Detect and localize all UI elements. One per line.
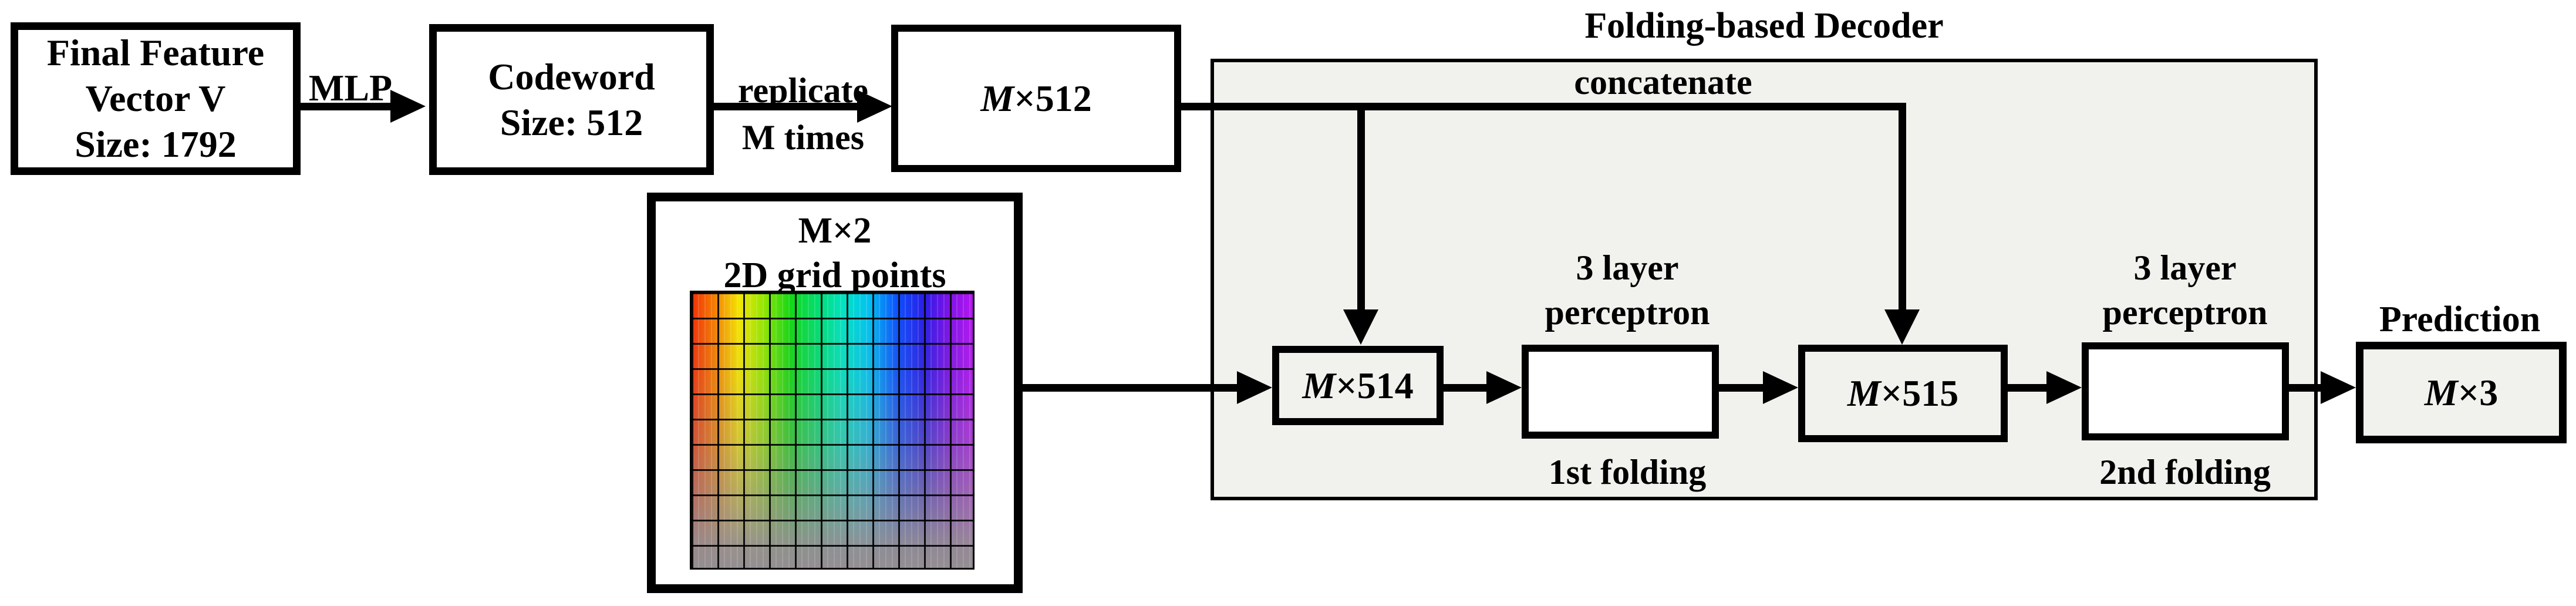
final-feature-line1: Final Feature — [46, 32, 265, 73]
concatenate-branch1-head-icon — [1343, 309, 1378, 345]
concatenate-branch2-shaft — [1899, 107, 1906, 311]
final-feature-line2: Vector V — [85, 78, 226, 119]
perceptron2-label-line1: 3 layer — [2133, 248, 2237, 287]
arrow-mlp-head-icon — [390, 90, 426, 123]
m3-prediction-box: M×3 — [2356, 342, 2567, 443]
arrow-mlp-shaft — [301, 103, 392, 110]
arrow-replicate-shaft — [714, 103, 858, 110]
prediction-label: Prediction — [2379, 299, 2541, 339]
m515-label: M×515 — [1847, 372, 1959, 414]
grid-points-box: M×2 2D grid points — [647, 193, 1023, 593]
arrow-fold1-to-m515-head-icon — [1763, 371, 1798, 404]
arrow-m514-to-fold1-head-icon — [1486, 371, 1522, 404]
concatenate-branch1-shaft — [1357, 107, 1365, 311]
arrow-fold1-to-m515-shaft — [1719, 384, 1763, 392]
concatenate-label: concatenate — [1574, 63, 1752, 102]
arrow-grid-to-m514-head-icon — [1237, 371, 1272, 404]
codeword-line2: Size: 512 — [500, 101, 643, 143]
first-folding-label: 1st folding — [1548, 453, 1707, 491]
arrow-m515-to-fold2-head-icon — [2046, 371, 2082, 404]
arrow-fold2-to-m3-head-icon — [2321, 371, 2356, 404]
m512-matrix-box: M×512 — [891, 25, 1181, 172]
decoder-title: Folding-based Decoder — [1584, 6, 1944, 46]
replicate-arrow-label-bottom: M times — [741, 118, 865, 157]
m514-label: M×514 — [1302, 364, 1414, 406]
grid-box-title-line2: 2D grid points — [723, 255, 946, 295]
first-folding-perceptron-box — [1522, 345, 1719, 439]
arrow-grid-to-m514-shaft — [1023, 384, 1237, 392]
arrow-replicate-head-icon — [857, 90, 892, 123]
concatenate-line-shaft — [1181, 103, 1906, 110]
perceptron1-label-line2: perceptron — [1545, 293, 1710, 332]
2d-grid-colormap — [690, 291, 975, 570]
arrow-m515-to-fold2-shaft — [2008, 384, 2046, 392]
second-folding-perceptron-box — [2082, 342, 2289, 440]
codeword-box: Codeword Size: 512 — [429, 24, 714, 175]
final-feature-vector-box: Final Feature Vector V Size: 1792 — [11, 22, 301, 175]
m3-label: M×3 — [2424, 371, 2499, 413]
m515-matrix-box: M×515 — [1798, 345, 2008, 442]
m514-matrix-box: M×514 — [1272, 346, 1444, 425]
arrow-m514-to-fold1-shaft — [1444, 384, 1486, 392]
arrow-fold2-to-m3-shaft — [2289, 384, 2321, 392]
mlp-arrow-label: MLP — [308, 67, 393, 109]
perceptron1-label-line1: 3 layer — [1576, 248, 1679, 287]
grid-box-title-line1: M×2 — [798, 211, 872, 251]
perceptron1-label: 3 layer perceptron — [1545, 245, 1710, 335]
m512-label: M×512 — [980, 77, 1092, 119]
concatenate-branch2-head-icon — [1884, 309, 1920, 345]
codeword-line1: Codeword — [488, 55, 655, 97]
second-folding-label: 2nd folding — [2099, 453, 2271, 491]
perceptron2-label-line2: perceptron — [2102, 293, 2268, 332]
perceptron2-label: 3 layer perceptron — [2102, 245, 2267, 335]
final-feature-line3: Size: 1792 — [75, 123, 237, 165]
